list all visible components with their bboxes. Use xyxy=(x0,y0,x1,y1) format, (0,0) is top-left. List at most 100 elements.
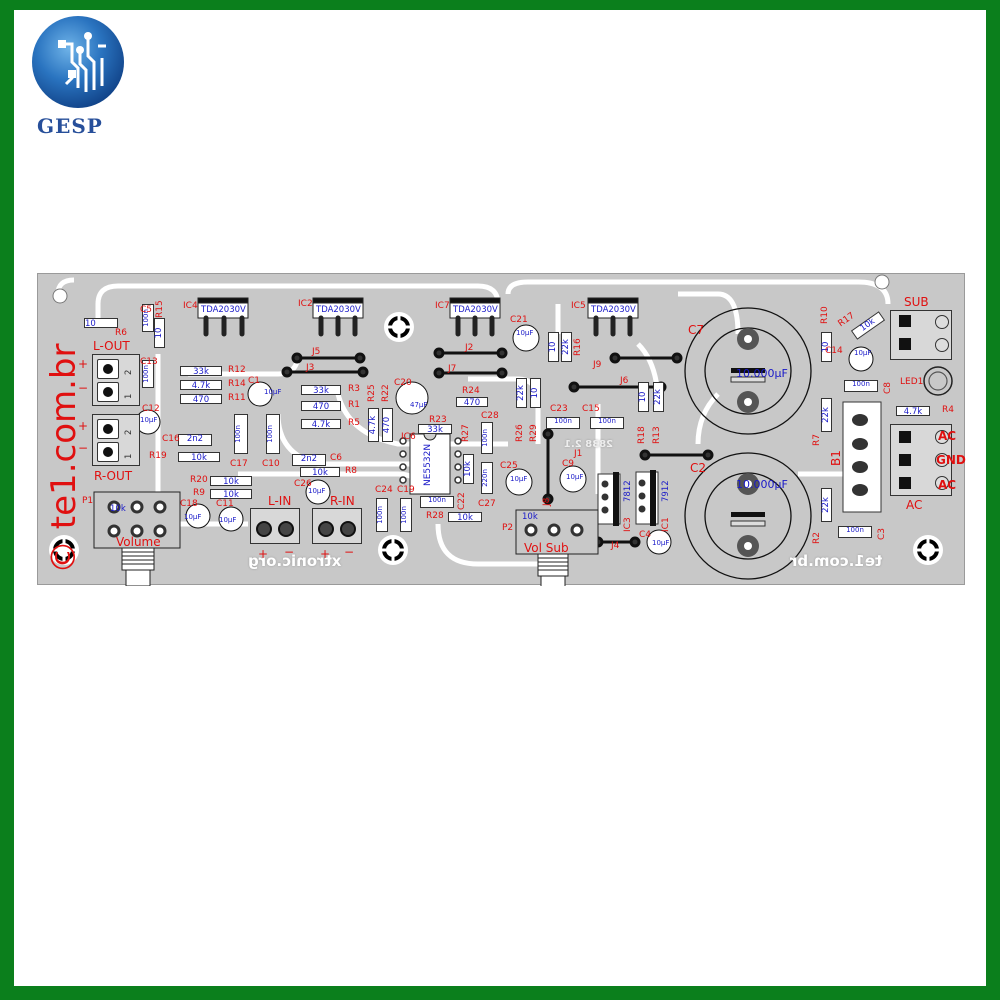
c27-ref: C27 xyxy=(478,499,496,509)
capacitor-c14: 10µF xyxy=(854,349,872,357)
l-in-terminal[interactable] xyxy=(250,508,300,544)
r-in-terminal[interactable] xyxy=(312,508,362,544)
ic7-part: TDA2030V xyxy=(453,305,498,315)
r28-ref: R28 xyxy=(426,511,444,521)
r12-ref: R12 xyxy=(228,365,246,375)
c23-ref: C23 xyxy=(550,404,568,414)
capacitor-c23: 100n xyxy=(546,417,580,429)
ic4-ref: IC4 xyxy=(183,301,198,311)
led1-ref: LED1 xyxy=(900,377,924,387)
c20-ref: C20 xyxy=(394,378,412,388)
r19-ref: R19 xyxy=(149,451,167,461)
te1-watermark: te1.com.br xyxy=(790,552,883,570)
l-out-pin-2: 2 xyxy=(124,369,134,375)
c4-ref: C4 xyxy=(639,530,652,540)
capacitor-c2: 10.000µF xyxy=(736,478,788,491)
l-in-plus: + xyxy=(258,547,269,561)
c24-ref: C24 xyxy=(375,485,393,495)
resistor-r7: 22k xyxy=(821,398,832,432)
pcb-board: © te1.com.br xtronic.org te1.com.br 2838… xyxy=(37,273,966,586)
ic5-ref: IC5 xyxy=(571,301,586,311)
resistor-r8: 10k xyxy=(300,467,340,478)
resistor-r18: 10 xyxy=(638,382,649,412)
p1-ref: P1 xyxy=(82,496,94,506)
r25-ref: R25 xyxy=(367,384,377,402)
capacitor-c22: 100n xyxy=(420,496,454,508)
ic2-part: TDA2030V xyxy=(316,305,361,315)
r22-ref: R22 xyxy=(381,384,391,402)
c22-ref: C22 xyxy=(457,492,467,510)
gesp-logo-globe xyxy=(32,16,124,108)
r-out-pin-1: 1 xyxy=(124,453,134,459)
resistor-r15: 10 xyxy=(154,318,165,348)
r9-ref: R9 xyxy=(193,488,205,498)
r27-ref: R27 xyxy=(461,424,471,442)
l-out-label: L-OUT xyxy=(93,339,130,353)
r24-ref: R24 xyxy=(462,386,480,396)
j2-ref: J2 xyxy=(465,343,474,353)
resistor-r12: 33k xyxy=(180,366,222,377)
resistor-r26: 22k xyxy=(516,378,527,408)
r11-ref: R11 xyxy=(228,393,246,403)
r-in-label: R-IN xyxy=(330,494,355,508)
c9-ref: C9 xyxy=(562,459,575,469)
capacitor-c1: 10µF xyxy=(264,388,282,396)
c5-ref: C5 xyxy=(140,305,153,315)
ac-terminal[interactable] xyxy=(890,424,952,496)
capacitor-c15: 100n xyxy=(590,417,624,429)
capacitor-c7: 10.000µF xyxy=(736,367,788,380)
side-watermark: © te1.com.br xyxy=(44,343,84,574)
ac-pin1-signal: AC xyxy=(938,429,957,443)
resistor-r20: 10k xyxy=(210,476,252,487)
resistor-r5: 4.7k xyxy=(301,419,341,430)
capacitor-c26: 10µF xyxy=(308,487,326,495)
resistor-r13: 22k xyxy=(653,382,664,412)
j7-ref: J7 xyxy=(448,364,457,374)
resistor-r24: 470 xyxy=(456,397,488,408)
ic1-part: 7912 xyxy=(661,480,671,502)
r20-ref: R20 xyxy=(190,475,208,485)
ic2-ref: IC2 xyxy=(298,299,313,309)
r7-ref: R7 xyxy=(812,434,822,446)
ic6-ref: IC6 xyxy=(401,432,416,442)
resistor-r11: 470 xyxy=(180,394,222,405)
ic3-ref: IC3 xyxy=(623,517,633,532)
capacitor-c18: 10µF xyxy=(184,513,202,521)
capacitor-c27: 220n xyxy=(481,462,493,494)
capacitor-c16: 2n2 xyxy=(178,434,212,446)
c19-ref: C19 xyxy=(397,485,415,495)
j4-ref: J4 xyxy=(611,541,620,551)
capacitor-c24: 100n xyxy=(376,498,388,532)
c12-ref: C12 xyxy=(142,404,160,414)
l-in-label: L-IN xyxy=(268,494,292,508)
j9-ref: J9 xyxy=(593,360,602,370)
resistor-r23: 33k xyxy=(418,424,452,435)
resistor-r1: 470 xyxy=(301,401,341,412)
c3-ref: C3 xyxy=(877,527,887,540)
c15-ref: C15 xyxy=(582,404,600,414)
resistor-r4: 4.7k xyxy=(896,406,930,417)
r3-ref: R3 xyxy=(348,384,360,394)
ac-pin3-signal: AC xyxy=(938,478,957,492)
l-out-plus: + xyxy=(78,357,89,371)
sub-label: SUB xyxy=(904,295,929,309)
resistor-r6: 10 xyxy=(84,318,118,329)
mounting-holes xyxy=(49,274,943,565)
l-out-pin-1: 1 xyxy=(124,393,134,399)
resistor-r14: 4.7k xyxy=(180,380,222,391)
r-out-label: R-OUT xyxy=(94,469,133,483)
resistor-r22: 470 xyxy=(382,408,393,442)
l-out-minus: − xyxy=(78,381,89,395)
sub-terminal[interactable] xyxy=(890,310,952,360)
p1-label: Volume xyxy=(116,535,161,549)
l-out-terminal[interactable]: 2 1 xyxy=(92,354,140,406)
capacitor-c3: 100n xyxy=(838,526,872,538)
r6-ref: R6 xyxy=(115,328,127,338)
r-in-plus: + xyxy=(320,547,331,561)
p2-ref: P2 xyxy=(502,523,514,533)
ic5-part: TDA2030V xyxy=(591,305,636,315)
capacitor-c17: 100n xyxy=(234,414,248,454)
j6-ref: J6 xyxy=(620,376,629,386)
r18-ref: R18 xyxy=(637,426,647,444)
r-out-terminal[interactable]: 2 1 xyxy=(92,414,140,466)
